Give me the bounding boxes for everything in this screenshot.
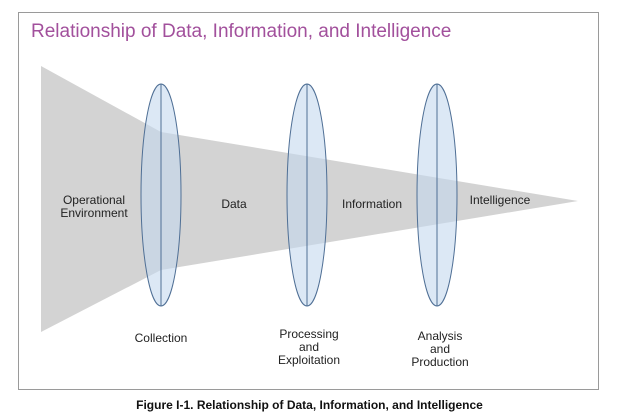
- processing-exploitation-lens: [286, 83, 328, 307]
- figure-caption: Figure I-1. Relationship of Data, Inform…: [136, 398, 483, 412]
- data-label: Data: [221, 197, 247, 211]
- intelligence-label: Intelligence: [469, 193, 531, 207]
- analysis-production-lens: [416, 83, 458, 307]
- diagram-title: Relationship of Data, Information, and I…: [31, 21, 452, 42]
- analysis-production-label: Analysis and Production: [411, 329, 469, 369]
- collection-label: Collection: [134, 331, 188, 345]
- collection-lens: [140, 83, 182, 307]
- processing-exploitation-label: Processing and Exploitation: [277, 327, 341, 367]
- operational-environment-label: Operational Environment: [60, 193, 128, 220]
- information-label: Information: [341, 197, 403, 211]
